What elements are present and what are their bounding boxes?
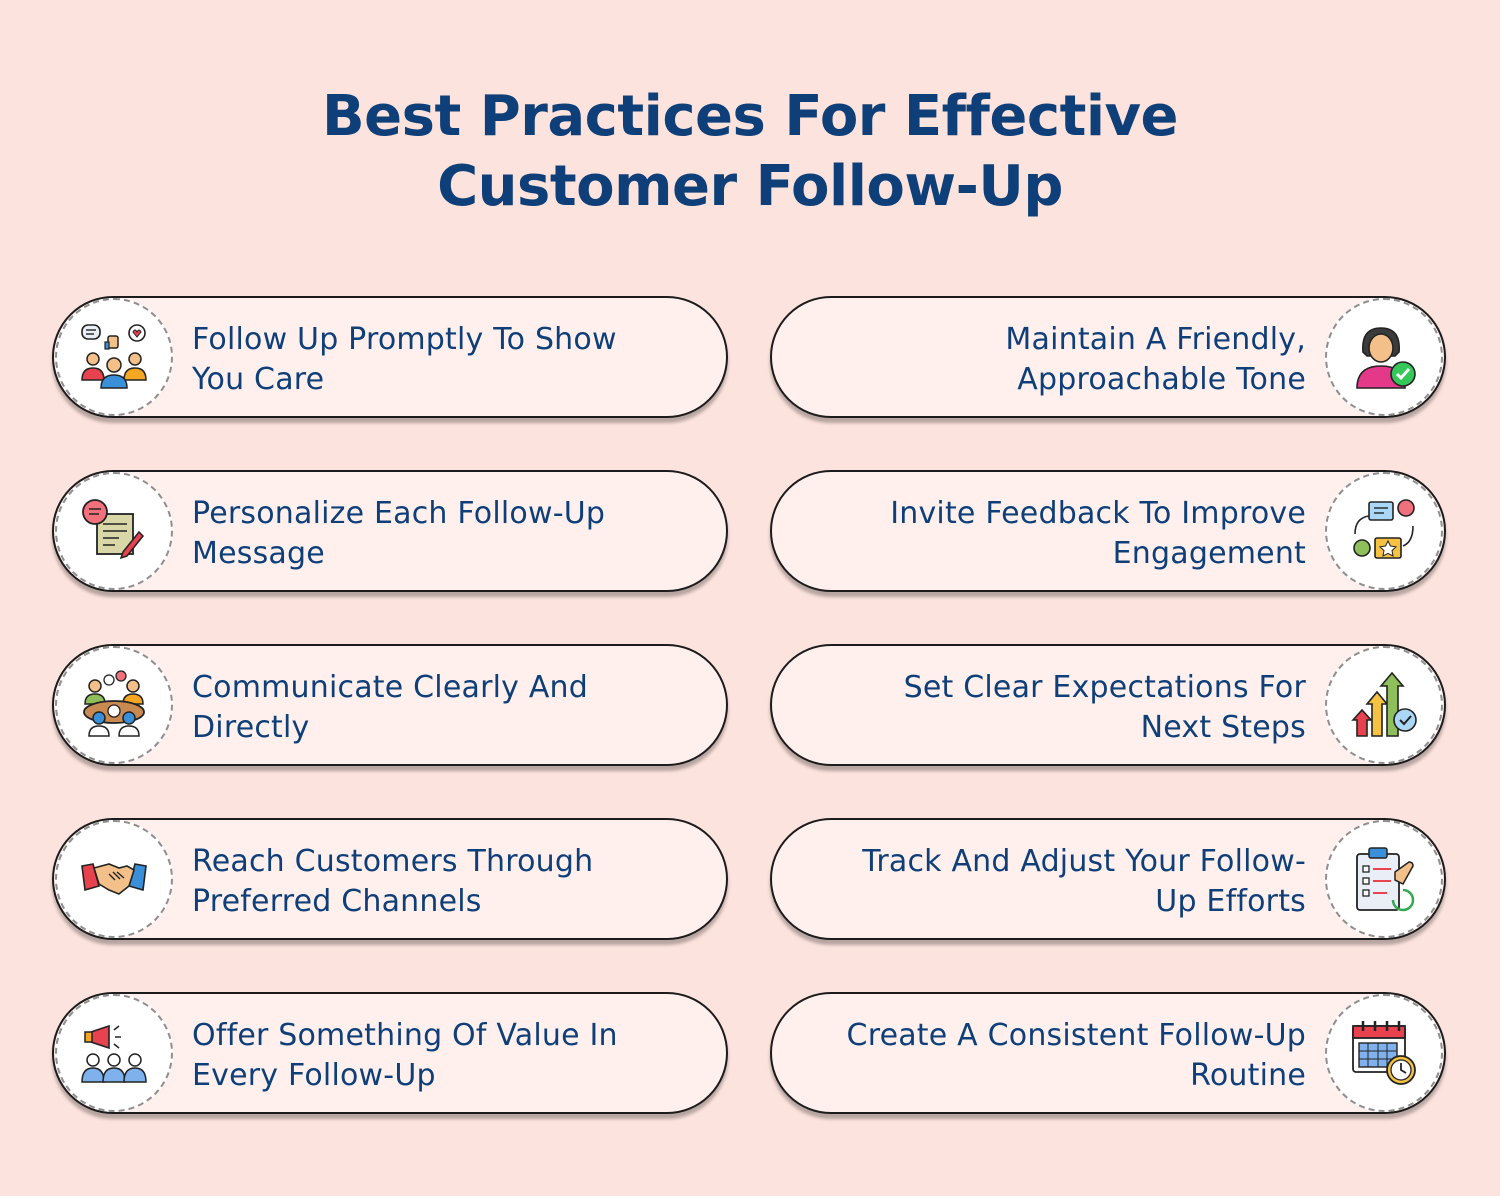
practice-card-clear-expectations: Set Clear Expectations For Next Steps <box>770 644 1446 766</box>
practice-label: Track And Adjust Your Follow- Up Efforts <box>862 844 1306 919</box>
icon-badge <box>1325 646 1443 764</box>
icon-badge <box>55 994 173 1112</box>
practice-label: Invite Feedback To Improve Engagement <box>890 496 1306 571</box>
icon-badge <box>1325 994 1443 1112</box>
calendar-clock-icon <box>1352 1021 1416 1085</box>
icon-badge <box>55 298 173 416</box>
icon-badge <box>55 820 173 938</box>
practice-card-consistent-routine: Create A Consistent Follow-Up Routine <box>770 992 1446 1114</box>
title-line-1: Best Practices For Effective <box>321 84 1179 149</box>
growth-arrows-icon <box>1351 671 1417 737</box>
practice-label: Follow Up Promptly To Show You Care <box>192 322 617 397</box>
team-feedback-icon <box>81 324 147 389</box>
practice-card-offer-value: Offer Something Of Value In Every Follow… <box>52 992 728 1114</box>
checklist-clipboard-icon <box>1356 847 1415 912</box>
megaphone-audience-icon <box>81 1024 147 1083</box>
icon-badge <box>55 472 173 590</box>
practice-card-invite-feedback: Invite Feedback To Improve Engagement <box>770 470 1446 592</box>
practice-card-personalize: Personalize Each Follow-Up Message <box>52 470 728 592</box>
practice-label: Personalize Each Follow-Up Message <box>192 496 606 571</box>
practice-label: Set Clear Expectations For Next Steps <box>903 670 1306 745</box>
feedback-exchange-icon <box>1353 499 1415 559</box>
practice-label: Communicate Clearly And Directly <box>192 670 589 745</box>
icon-badge <box>1325 298 1443 416</box>
practice-label: Create A Consistent Follow-Up Routine <box>846 1018 1306 1093</box>
practice-label: Offer Something Of Value In Every Follow… <box>192 1018 618 1093</box>
practice-card-friendly-tone: Maintain A Friendly, Approachable Tone <box>770 296 1446 418</box>
practice-label: Maintain A Friendly, Approachable Tone <box>1005 322 1306 397</box>
personalized-message-icon <box>82 499 145 560</box>
practice-card-track-adjust: Track And Adjust Your Follow- Up Efforts <box>770 818 1446 940</box>
practice-card-communicate: Communicate Clearly And Directly <box>52 644 728 766</box>
icon-badge <box>1325 472 1443 590</box>
practice-card-follow-up-promptly: Follow Up Promptly To Show You Care <box>52 296 728 418</box>
meeting-discussion-icon <box>83 670 145 737</box>
approved-person-icon <box>1356 327 1416 389</box>
handshake-icon <box>81 863 147 895</box>
practice-label: Reach Customers Through Preferred Channe… <box>192 844 594 919</box>
page-title: Best Practices For Effective Customer Fo… <box>0 82 1500 222</box>
title-line-2: Customer Follow-Up <box>437 154 1063 219</box>
icon-badge <box>55 646 173 764</box>
icon-badge <box>1325 820 1443 938</box>
practice-card-preferred-channels: Reach Customers Through Preferred Channe… <box>52 818 728 940</box>
